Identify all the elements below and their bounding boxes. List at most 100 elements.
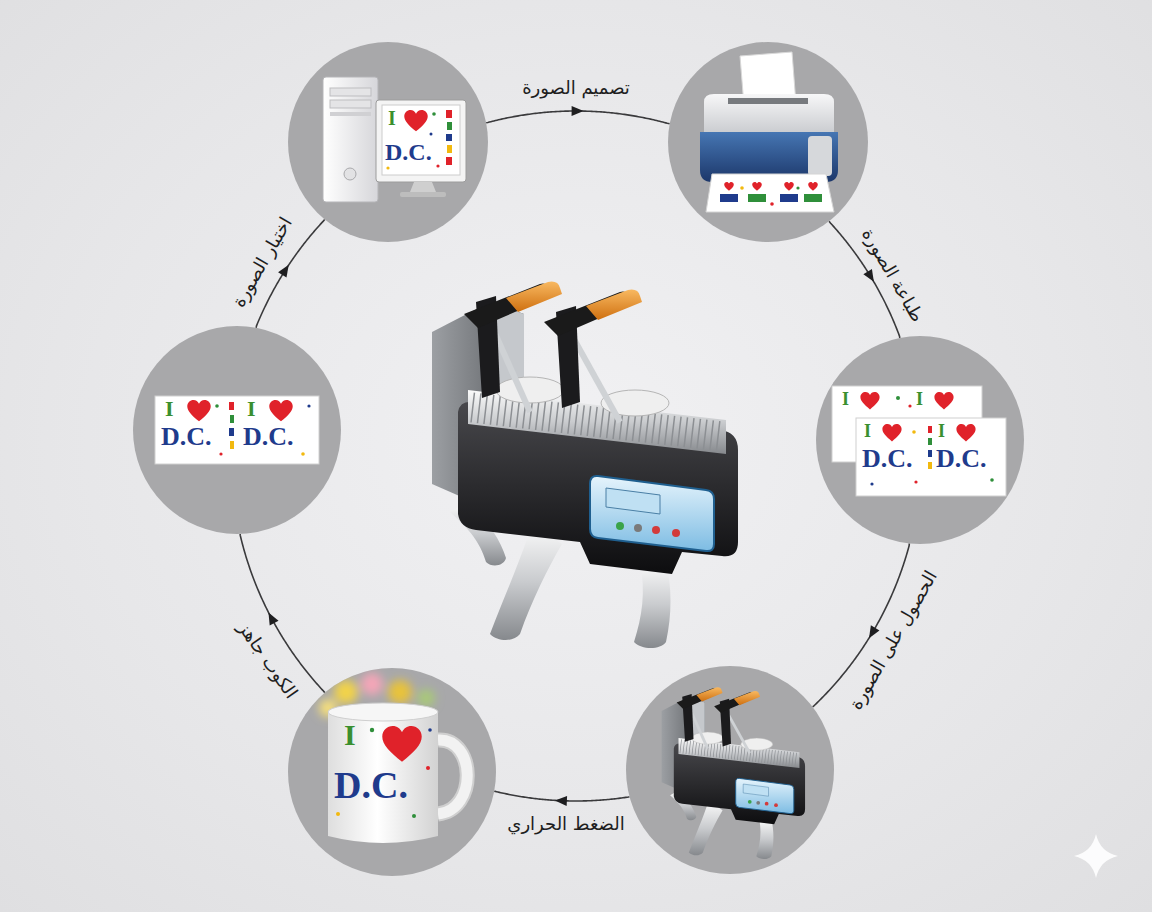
computer-illustration — [432, 112, 436, 116]
printed-sheets-illustration — [928, 450, 932, 457]
printer-illustration — [740, 186, 744, 190]
cycle-connector — [494, 791, 629, 801]
printer-illustration — [752, 182, 762, 191]
image-strip-illustration — [187, 400, 210, 421]
printer-illustration — [780, 194, 798, 202]
printer-illustration — [770, 202, 774, 206]
image-strip-illustration — [229, 402, 234, 410]
design-text-slot: I — [864, 422, 871, 440]
press-circle — [626, 666, 834, 874]
arrowhead — [572, 106, 584, 116]
computer-illustration — [400, 192, 446, 197]
image-strip-illustration — [230, 441, 234, 449]
step-label: طباعة الصورة — [857, 224, 928, 326]
mug-illustration — [328, 707, 438, 843]
computer-illustration — [330, 88, 371, 96]
design-text-slot: D.C. — [161, 424, 212, 450]
computer-illustration — [430, 133, 433, 136]
printed-sheets-illustration — [912, 430, 916, 434]
circle-outline — [816, 336, 1024, 544]
mug-illustration — [412, 814, 416, 818]
design-text: D.C. — [936, 446, 987, 472]
printed-sheets-illustration — [856, 418, 1006, 496]
design-text-slot: D.C. — [862, 446, 913, 472]
printer-illustration — [808, 182, 818, 191]
circle-fill — [626, 666, 834, 874]
printed-sheets-illustration — [990, 478, 994, 482]
mug-illustration — [328, 703, 438, 721]
design-text: I — [864, 422, 871, 440]
image-strip-illustration — [215, 404, 219, 408]
computer-illustration — [446, 110, 452, 118]
step-label: اختيار الصورة — [228, 213, 297, 311]
press-illustration — [662, 687, 805, 859]
printed-sheets-illustration — [914, 480, 917, 483]
step-label-slot: اختيار الصورة — [228, 213, 297, 311]
mug-illustration — [438, 740, 467, 814]
circle-fill — [133, 326, 341, 534]
image-strip-illustration — [230, 415, 234, 423]
step-label: الحصول على الصورة — [844, 567, 941, 714]
computer-illustration — [382, 105, 460, 175]
arrowhead — [555, 796, 567, 806]
design-text: I — [247, 398, 256, 420]
step-label: الكوب جاهز — [234, 618, 302, 703]
printed-sheets-illustration — [928, 438, 932, 445]
design-text: D.C. — [243, 424, 294, 450]
design-text: D.C. — [862, 446, 913, 472]
mug-illustration — [438, 740, 467, 814]
arrowhead — [278, 265, 289, 278]
design-text-slot: I — [247, 398, 256, 420]
printed-sheets-illustration — [896, 396, 900, 400]
printed-sheets-illustration — [928, 426, 932, 433]
circle-fill — [288, 668, 496, 876]
design-text-slot: I — [938, 422, 945, 440]
design-text: I — [388, 108, 396, 128]
design-text: D.C. — [161, 424, 212, 450]
step-label: تصميم الصورة — [522, 77, 630, 99]
printed-sheets-illustration — [870, 482, 873, 485]
circle-fill — [816, 336, 1024, 544]
printer-illustration — [784, 182, 794, 191]
watermark-star — [1074, 834, 1118, 878]
computer-illustration — [446, 157, 452, 165]
design-text-slot: I — [344, 720, 356, 750]
mug-illustration — [334, 680, 358, 704]
image-circle: ID.C.ID.C. — [133, 326, 341, 534]
mug-illustration — [428, 728, 432, 732]
computer-illustration — [446, 134, 452, 141]
design-text: D.C. — [334, 766, 408, 804]
mug-press-machine — [432, 282, 738, 648]
step-label-slot: الكوب جاهز — [234, 618, 302, 703]
circle-fill — [288, 42, 488, 242]
printer-illustration — [728, 98, 808, 104]
computer-illustration — [410, 182, 436, 192]
image-strip-illustration — [155, 396, 319, 464]
printed-sheets-illustration — [956, 424, 975, 441]
circle-fill — [668, 42, 868, 242]
printer-illustration — [706, 174, 834, 212]
printer-illustration — [704, 94, 834, 134]
step-label-slot: تصميم الصورة — [522, 77, 630, 99]
mug-illustration — [319, 673, 467, 843]
mug-illustration — [426, 766, 430, 770]
step-label-slot: الحصول على الصورة — [844, 567, 941, 714]
computer-illustration — [447, 145, 452, 153]
printer-illustration — [808, 136, 832, 176]
step-label-slot: طباعة الصورة — [857, 224, 928, 326]
design-text-slot: D.C. — [936, 446, 987, 472]
step-label-slot: الضغط الحراري — [507, 813, 624, 835]
mug-illustration — [388, 680, 412, 704]
mug-illustration — [382, 726, 421, 762]
design-text: I — [916, 390, 923, 408]
computer-illustration — [323, 77, 378, 202]
printer-illustration — [724, 182, 734, 191]
printed-sheets-illustration — [882, 424, 901, 441]
computer-illustration — [386, 166, 389, 169]
computer-illustration — [323, 77, 466, 202]
computer-illustration — [330, 100, 371, 108]
design-text-slot: I — [916, 390, 923, 408]
circle-outline — [668, 42, 868, 242]
image-strip-illustration — [229, 428, 234, 436]
